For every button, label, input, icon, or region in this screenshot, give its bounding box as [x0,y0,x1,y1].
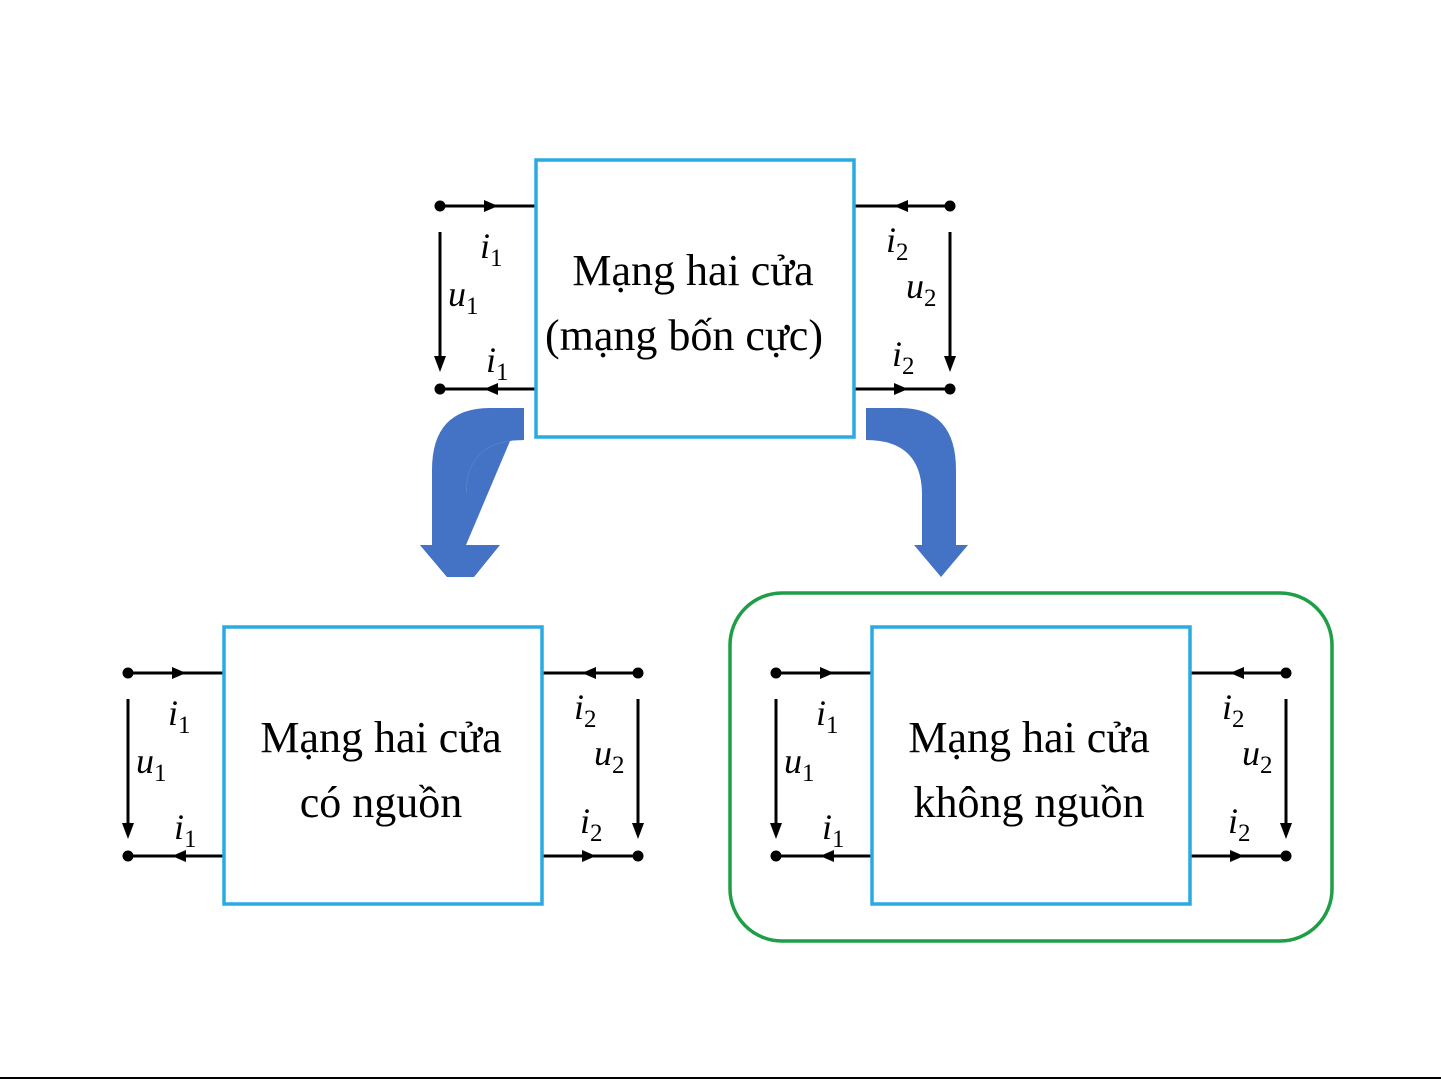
label-u1: u1 [784,741,815,787]
top-network-box [536,160,854,437]
left-network-subtitle: có nguồn [300,778,463,827]
right-network-subtitle: không nguồn [914,778,1145,827]
label-i1-top: i1 [168,693,191,739]
label-u1: u1 [136,741,167,787]
label-i2-bottom: i2 [892,334,915,380]
label-i1-top: i1 [816,693,839,739]
label-i2-top: i2 [886,220,909,266]
top-network: Mạng hai cửa (mạng bốn cực) i1 u1 i1 i2 … [434,160,956,437]
right-network-box [872,627,1190,904]
flow-arrow-right [866,408,968,577]
left-network: Mạng hai cửa có nguồn i1 u1 i1 i2 u2 i2 [122,627,644,904]
label-i1-bottom: i1 [822,807,845,853]
label-i2-top: i2 [1222,687,1245,733]
right-network-title: Mạng hai cửa [908,713,1149,762]
top-network-subtitle: (mạng bốn cực) [545,311,823,360]
top-network-title: Mạng hai cửa [572,246,813,295]
label-i2-bottom: i2 [580,801,603,847]
label-u2: u2 [906,266,937,312]
flow-arrow-left [420,408,524,577]
label-u2: u2 [1242,733,1273,779]
label-i2-bottom: i2 [1228,801,1251,847]
left-network-title: Mạng hai cửa [260,713,501,762]
label-i1-bottom: i1 [486,340,509,386]
label-i1-bottom: i1 [174,807,197,853]
label-i1-top: i1 [480,226,503,272]
label-u2: u2 [594,733,625,779]
label-i2-top: i2 [574,687,597,733]
left-network-box [224,627,542,904]
right-network: Mạng hai cửa không nguồn i1 u1 i1 i2 u2 … [770,627,1292,904]
label-u1: u1 [448,274,479,320]
